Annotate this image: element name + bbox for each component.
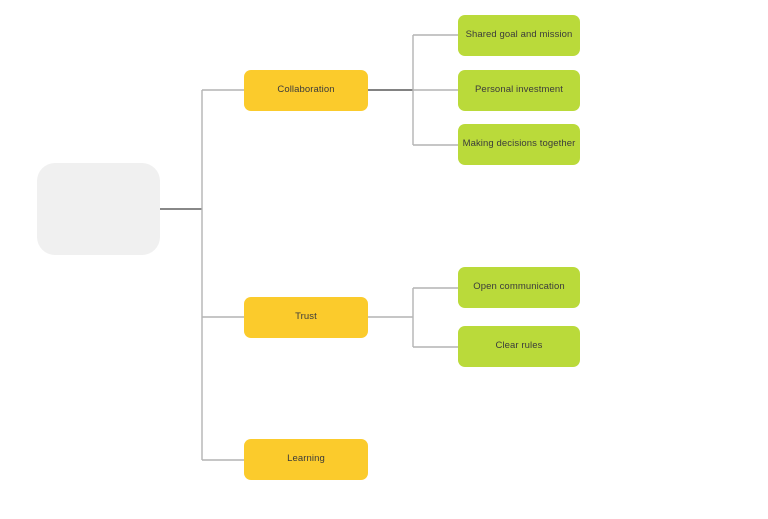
branch-node-trust-label: Trust (295, 311, 317, 323)
branch-node-learning[interactable]: Learning (244, 439, 368, 480)
leaf-node-making-decisions-together-label: Making decisions together (462, 138, 576, 150)
branch-node-trust[interactable]: Trust (244, 297, 368, 338)
leaf-node-open-communication-label: Open communication (473, 281, 565, 293)
leaf-node-making-decisions-together[interactable]: Making decisions together (458, 124, 580, 165)
leaf-node-clear-rules[interactable]: Clear rules (458, 326, 580, 367)
branch-node-collaboration[interactable]: Collaboration (244, 70, 368, 111)
leaf-node-open-communication[interactable]: Open communication (458, 267, 580, 308)
branch-node-learning-label: Learning (287, 453, 325, 465)
branch-node-collaboration-label: Collaboration (277, 84, 335, 96)
leaf-node-personal-investment-label: Personal investment (475, 84, 563, 96)
leaf-node-shared-goal-and-mission-label: Shared goal and mission (465, 29, 573, 41)
leaf-node-shared-goal-and-mission[interactable]: Shared goal and mission (458, 15, 580, 56)
leaf-node-clear-rules-label: Clear rules (495, 340, 543, 352)
leaf-node-personal-investment[interactable]: Personal investment (458, 70, 580, 111)
root-node[interactable] (37, 163, 160, 255)
